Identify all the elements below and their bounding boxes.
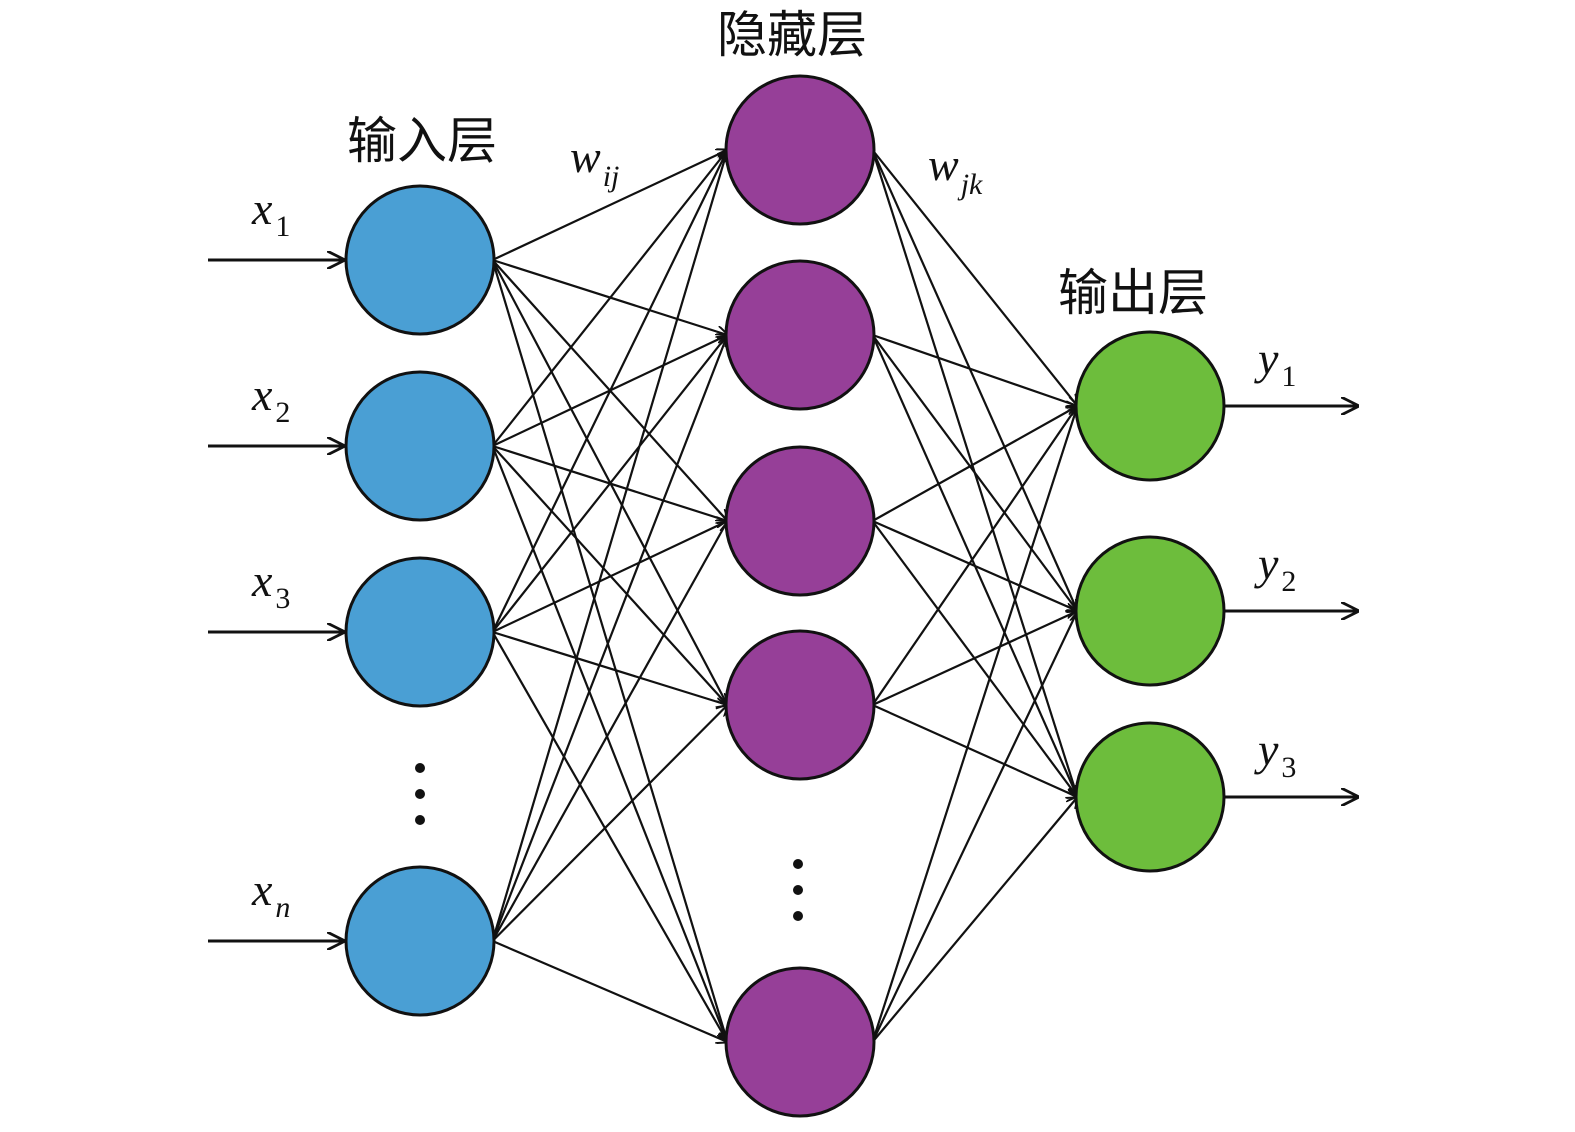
input-hidden-edge [491,445,728,1042]
input-ellipsis-dot [415,763,425,773]
input-hidden-edge [491,335,728,633]
hidden-output-edge [871,611,1078,1043]
input-label-main: x [251,555,273,606]
hidden-node [724,445,876,597]
weight-label-input-hidden: wij [570,131,619,193]
output-label-sub: 1 [1281,360,1296,393]
input-hidden-edge [492,150,728,261]
input-hidden-edge [492,630,728,705]
hidden-output-edge [872,519,1078,611]
hidden-node [724,259,876,411]
hidden-output-edge [872,703,1078,797]
hidden-ellipsis-dot [793,885,803,895]
weight-label-hidden-output-sub: jk [957,168,983,201]
input-node [344,865,496,1017]
hidden-layer-title: 隐藏层 [717,6,867,64]
input-hidden-edge [491,259,728,1042]
hidden-output-edge [871,406,1078,1043]
input-label-sub: 2 [275,396,290,429]
input-node [344,556,496,708]
output-node [1074,721,1226,873]
weight-label-hidden-output-main: w [928,139,959,190]
input-label-sub: n [275,891,290,924]
output-label-main: y [1254,333,1279,384]
weight-label-input-hidden-main: w [570,131,601,182]
input-ellipsis-dot [415,815,425,825]
input-hidden-edge [492,521,728,633]
output-node [1074,330,1226,482]
input-node [344,370,496,522]
output-label-main: y [1254,724,1279,775]
hidden-output-edge [871,334,1078,611]
output-label-sub: 3 [1281,751,1296,784]
output-label-main: y [1254,538,1279,589]
input-label-sub: 3 [275,582,290,615]
input-hidden-edge [491,150,728,447]
hidden-output-edge [871,797,1078,1043]
input-ellipsis-dot [415,789,425,799]
weight-label-input-hidden-sub: ij [603,160,620,193]
hidden-output-edge [871,149,1078,406]
input-hidden-edge [491,150,728,942]
hidden-node [724,629,876,781]
hidden-ellipsis-dot [793,911,803,921]
output-label-sub: 2 [1281,565,1296,598]
input-label-sub: 1 [275,210,290,243]
input-hidden-edge [491,631,728,1042]
io-arrows [208,260,1358,941]
input-hidden-edge [492,939,728,1042]
hidden-output-edge [872,611,1078,706]
weight-label-hidden-output: wjk [928,139,983,201]
hidden-output-edge [871,149,1078,611]
input-node [344,184,496,336]
input-hidden-edge [491,521,728,942]
hidden-output-edge [872,333,1078,406]
hidden-ellipsis-dot [793,859,803,869]
input-label-main: x [251,369,273,420]
input-label-main: x [251,864,273,915]
output-layer-title: 输出层 [1058,264,1208,322]
input-layer-title: 输入层 [347,112,497,170]
input-hidden-edge [491,150,728,633]
input-label-main: x [251,183,273,234]
connections [491,149,1078,1043]
output-node [1074,535,1226,687]
nodes [344,74,1226,1118]
input-hidden-edge [491,335,728,942]
hidden-node [724,966,876,1118]
ellipses [415,763,803,921]
hidden-node [724,74,876,226]
input-hidden-edge [491,705,728,942]
hidden-output-edge [871,406,1078,522]
hidden-output-edge [871,406,1078,706]
